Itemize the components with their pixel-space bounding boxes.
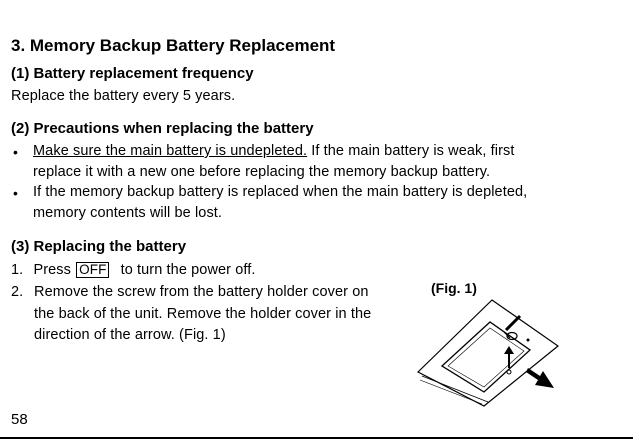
precaution-1-emphasis: Make sure the main battery is undepleted… <box>33 143 308 159</box>
battery-cover-illustration <box>416 299 559 407</box>
step-2-line-3: direction of the arrow. (Fig. 1) <box>34 327 226 343</box>
precaution-1-line-2: replace it with a new one before replaci… <box>33 164 491 180</box>
screw-icon <box>506 331 518 341</box>
precaution-2-line-2: memory contents will be lost. <box>33 205 223 221</box>
precautions-heading: (2) Precautions when replacing the batte… <box>11 120 314 137</box>
page-number: 58 <box>11 411 28 428</box>
frequency-heading: (1) Battery replacement frequency <box>11 65 254 82</box>
step-2-number: 2. <box>11 284 24 300</box>
screwdriver-shaft <box>504 314 522 332</box>
step-1-post: to turn the power off. <box>120 262 256 278</box>
step-1-pre: Press <box>33 262 72 278</box>
precaution-1-rest: If the main battery is weak, first <box>307 143 515 159</box>
step-1-number: 1. <box>11 262 24 278</box>
off-key: OFF <box>76 262 110 278</box>
frequency-text: Replace the battery every 5 years. <box>11 88 236 104</box>
removal-arrow-icon <box>526 368 554 388</box>
bottom-rule <box>0 437 633 439</box>
precaution-1-line-1: Make sure the main battery is undepleted… <box>33 143 515 159</box>
bullet-2: • <box>13 185 18 201</box>
unit-body-outline <box>416 299 559 407</box>
holder-cover <box>440 321 532 393</box>
section-title: 3. Memory Backup Battery Replacement <box>11 36 336 55</box>
replacing-heading: (3) Replacing the battery <box>11 238 187 255</box>
bullet-1: • <box>13 144 18 160</box>
figure-label: (Fig. 1) <box>431 280 477 296</box>
step-2-line-1: Remove the screw from the battery holder… <box>34 284 369 300</box>
precaution-2-line-1: If the memory backup battery is replaced… <box>33 184 528 200</box>
step-1: 1. Press OFF to turn the power off. <box>11 262 256 278</box>
step-2-line-2: the back of the unit. Remove the holder … <box>34 306 372 322</box>
